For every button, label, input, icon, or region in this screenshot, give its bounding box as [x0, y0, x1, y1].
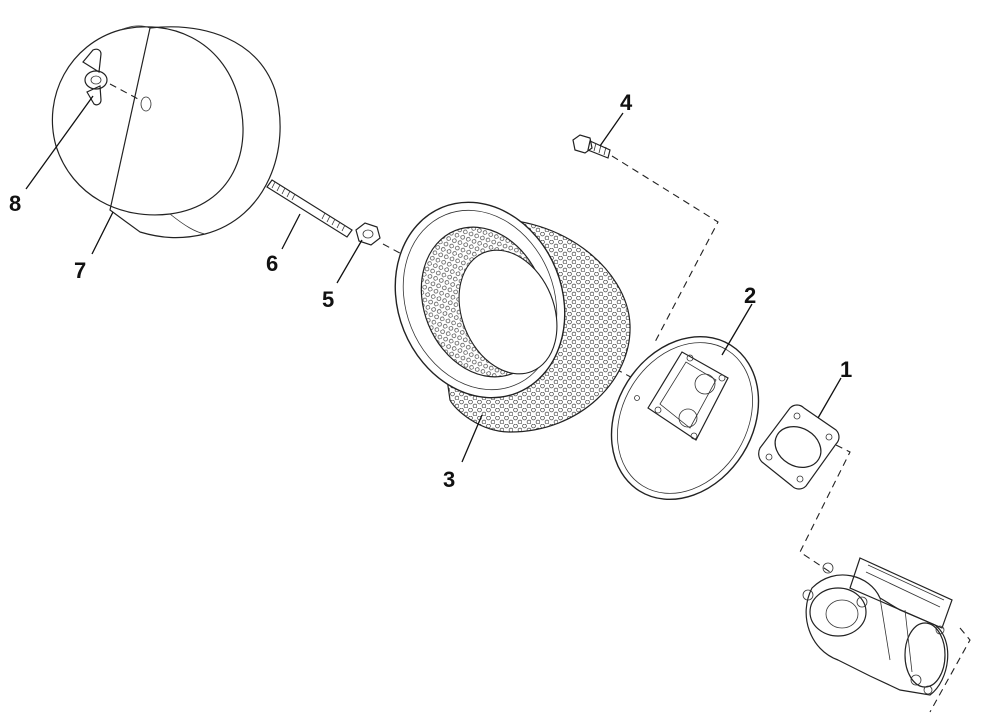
- axis-line-carburetor-lower: [929, 627, 971, 713]
- callout-5: 5: [322, 287, 334, 312]
- axis-line-carburetor: [799, 444, 851, 573]
- leader-lines: [25, 95, 842, 463]
- callouts: 1 2 3 4 5 6 7 8: [9, 90, 852, 492]
- axis-line-bolt: [611, 155, 719, 343]
- callout-2: 2: [744, 283, 756, 308]
- callout-1: 1: [840, 357, 852, 382]
- carburetor: [802, 557, 953, 696]
- gasket: [758, 404, 840, 490]
- filter-element: [394, 201, 631, 433]
- stud: [266, 179, 353, 238]
- backplate: [610, 335, 760, 501]
- callout-4: 4: [620, 90, 633, 115]
- axis-line-wing-nut: [109, 83, 141, 101]
- air-cleaner-cover: [51, 25, 281, 239]
- callout-8: 8: [9, 191, 21, 216]
- wing-nut: [82, 48, 108, 106]
- callout-3: 3: [443, 467, 455, 492]
- callout-7: 7: [74, 258, 86, 283]
- hex-nut: [355, 222, 381, 246]
- bolt: [572, 134, 611, 159]
- callout-6: 6: [266, 251, 278, 276]
